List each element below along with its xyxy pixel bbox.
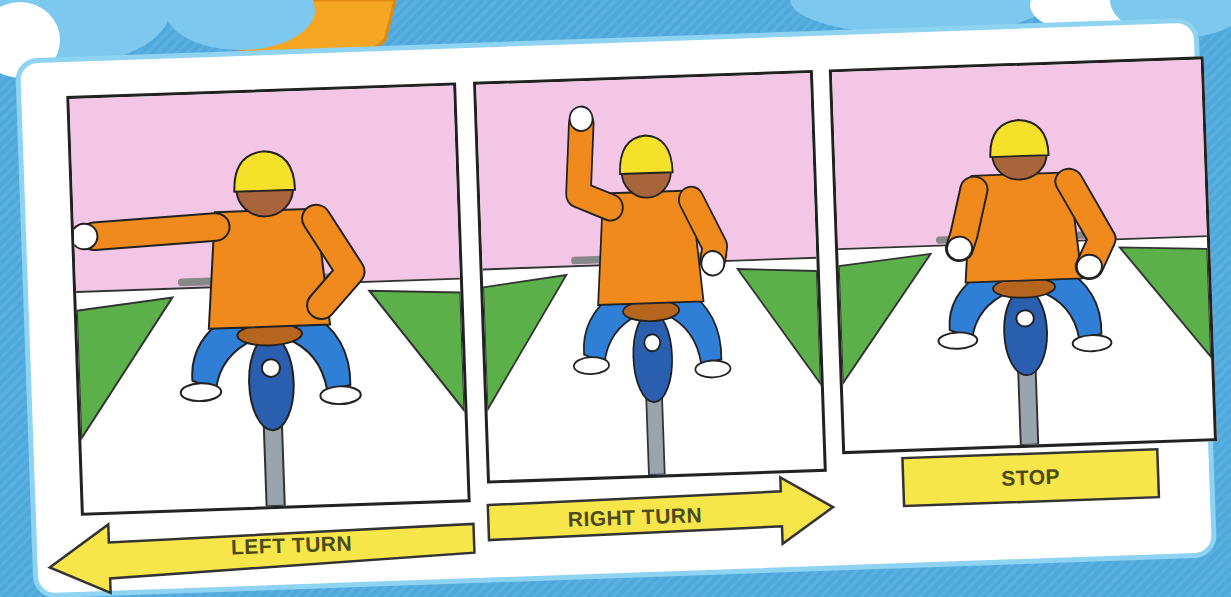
helmet (233, 150, 295, 192)
grass-verge (483, 275, 571, 410)
shoe (574, 357, 610, 375)
signal-card: LEFT TURN RIGHT TURN STOP (15, 18, 1217, 597)
grass-verge (838, 254, 935, 383)
direction-arrow: LEFT TURN (48, 508, 475, 595)
hand (1076, 254, 1102, 278)
arm (1069, 180, 1103, 267)
bicycle-fender (632, 311, 674, 403)
arm (94, 227, 215, 236)
direction-arrow: RIGHT TURN (487, 476, 834, 558)
banner-fill (487, 476, 834, 554)
hand (946, 236, 972, 260)
shoe (320, 386, 361, 405)
signal-label: RIGHT TURN (567, 503, 702, 532)
arm (316, 217, 351, 305)
grass-verge (1120, 244, 1211, 360)
bicycle-light (261, 359, 280, 377)
shoe (938, 332, 977, 350)
hand (71, 223, 98, 250)
cyclist-illustration (69, 86, 467, 513)
arm-outline (1069, 180, 1103, 267)
grass-verge (369, 287, 464, 413)
cyclist-illustration (832, 59, 1214, 451)
banner-fill (48, 512, 475, 595)
arm-outline (94, 227, 215, 236)
grass-verge (738, 266, 821, 387)
cyclist-illustration (476, 73, 824, 480)
arm-outline (576, 123, 611, 209)
hand (701, 251, 725, 276)
bicycle-light (1016, 310, 1034, 327)
arm-outline (316, 217, 351, 305)
bicycle-fender (1003, 288, 1049, 376)
signal-panel (473, 70, 827, 484)
helmet (619, 135, 673, 175)
signal-label: LEFT TURN (231, 531, 353, 559)
arm (576, 123, 611, 209)
signal-panel (829, 56, 1217, 454)
label-banner: STOP (902, 449, 1159, 506)
shoe (180, 383, 221, 402)
bicycle-light (644, 334, 660, 352)
shoe (695, 360, 731, 378)
bicycle-fender (248, 335, 296, 431)
grass-verge (76, 298, 177, 439)
shoe (1072, 334, 1111, 352)
helmet (989, 119, 1048, 157)
signal-panel (66, 82, 470, 515)
cloud (165, 0, 315, 50)
signal-label: STOP (1001, 465, 1061, 491)
banner-fill (902, 449, 1159, 506)
hand (569, 106, 593, 131)
